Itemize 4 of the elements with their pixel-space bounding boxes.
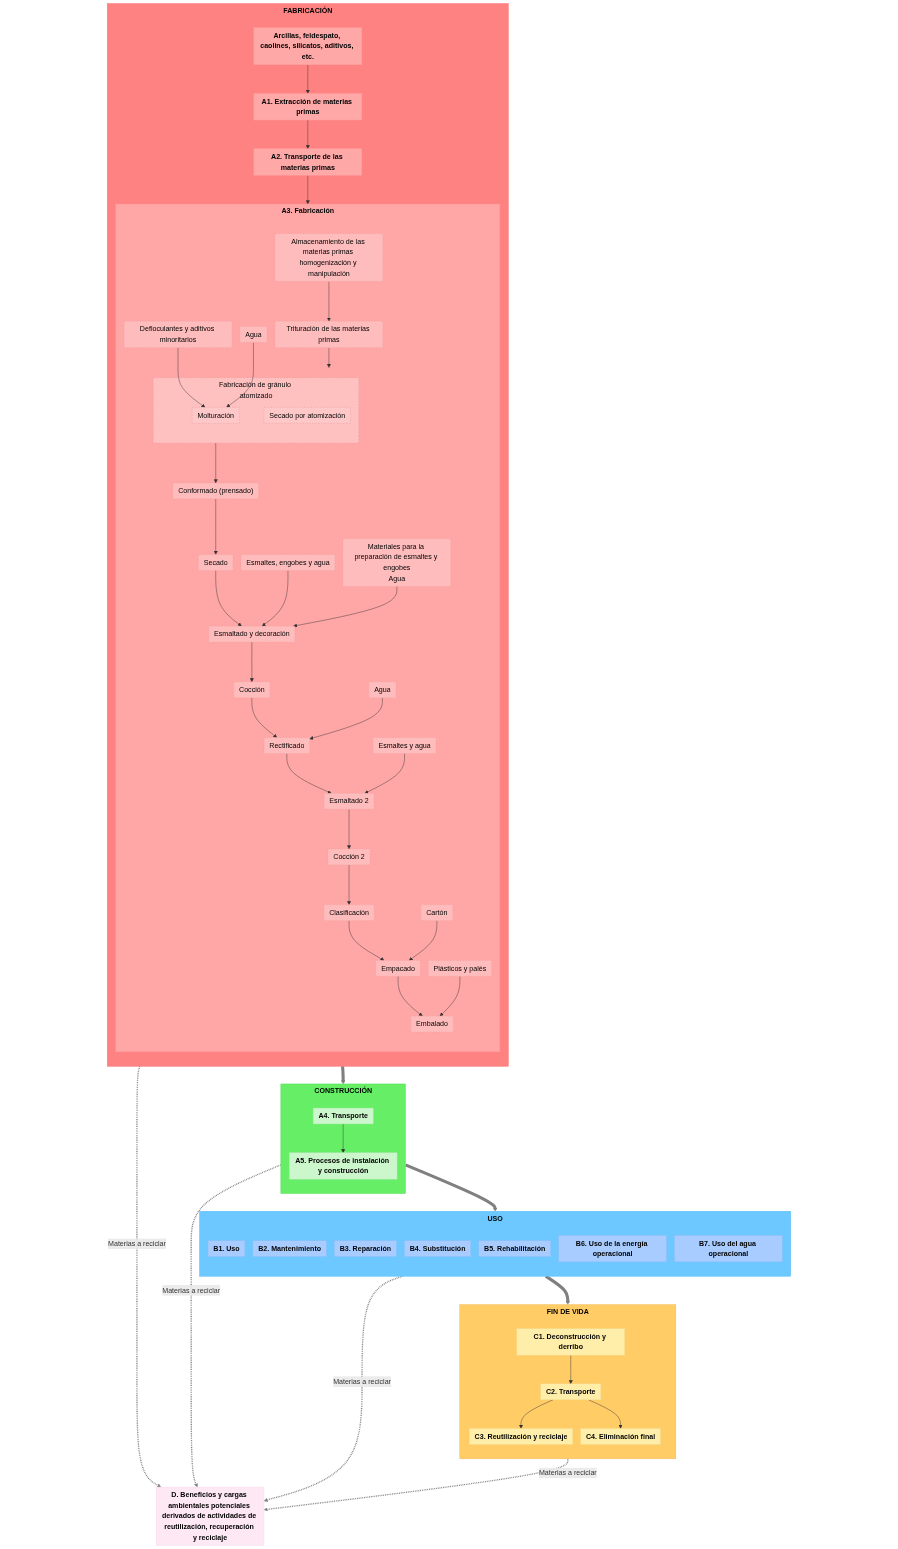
arrow (190, 1164, 282, 1488)
arrow (263, 1458, 569, 1512)
arrow (136, 1065, 161, 1488)
arrow (404, 1163, 498, 1212)
